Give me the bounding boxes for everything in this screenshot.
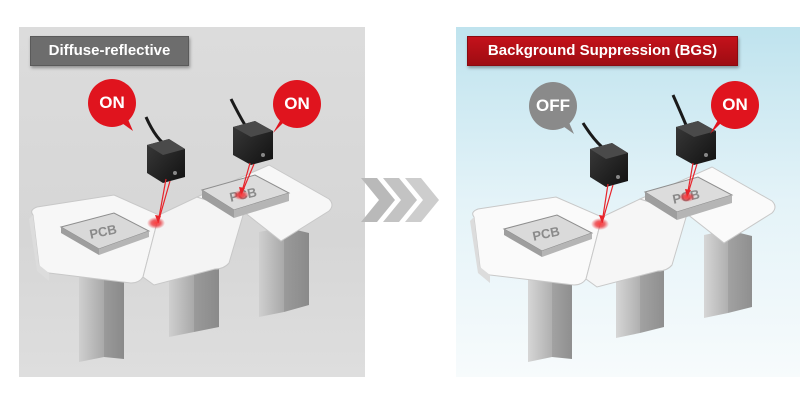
pcb-near-label: PCB [531,223,561,243]
sensor-far [671,94,716,202]
sensor-near [144,116,185,229]
diffuse-reflective-panel: PCB PCB [19,27,365,377]
transition-arrows [355,170,445,230]
diffuse-reflective-scene: PCB PCB [29,79,333,362]
bubble-far-text: ON [284,94,310,113]
background-suppression-label: Background Suppression (BGS) [467,36,738,66]
pcb-near: PCB [59,212,151,255]
support-columns [528,230,752,362]
pcb-near-label: PCB [88,221,118,241]
bubble-near-text: ON [99,93,125,112]
sensor-far [229,98,273,200]
bubble-far-on [273,80,321,133]
diffuse-reflective-label: Diffuse-reflective [30,36,189,66]
background-suppression-scene: PCB PCB [470,81,776,362]
sensor-near [581,122,628,230]
bubble-near-off [529,82,577,134]
bubble-near-on [88,79,136,131]
background-suppression-panel: PCB PCB [456,27,800,377]
bubble-far-on [710,81,759,134]
chevron-right-icon [383,178,417,222]
bubble-near-text: OFF [536,96,570,115]
pcb-near: PCB [502,214,594,257]
chevron-right-icon [405,178,439,222]
bubble-far-text: ON [722,95,748,114]
chevron-right-icon [361,178,395,222]
